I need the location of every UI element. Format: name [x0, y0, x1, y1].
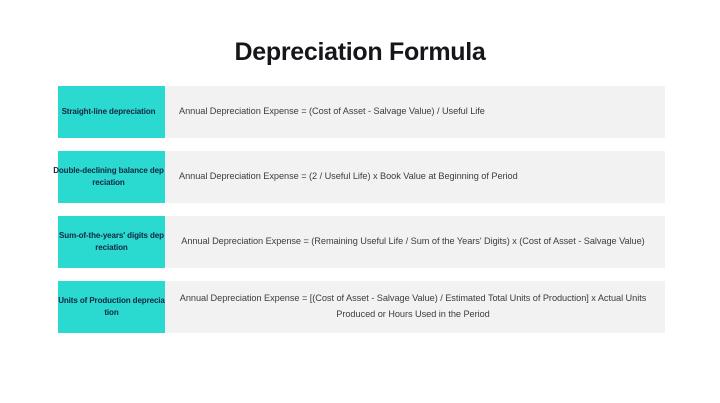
page-title: Depreciation Formula — [234, 38, 486, 66]
formula-row-label-box: Sum-of-the-years' digits depreciation — [58, 216, 165, 268]
formula-row-band — [160, 216, 665, 268]
formula-row-band — [160, 281, 665, 333]
formula-row-formula-box: Annual Depreciation Expense = (2 / Usefu… — [168, 151, 658, 203]
formula-row-formula-box: Annual Depreciation Expense = [(Cost of … — [168, 281, 658, 333]
formula-row-formula-box: Annual Depreciation Expense = (Remaining… — [168, 216, 658, 268]
formula-row-label-box: Units of Production depreciation — [58, 281, 165, 333]
formula-row-formula-box: Annual Depreciation Expense = (Cost of A… — [168, 86, 658, 138]
formula-row: Units of Production depreciation Annual … — [0, 281, 720, 333]
formula-row-formula-text: Annual Depreciation Expense = (Cost of A… — [179, 106, 485, 117]
formula-row: Sum-of-the-years' digits depreciation An… — [0, 216, 720, 268]
formula-row: Straight-line depreciation Annual Deprec… — [0, 86, 720, 138]
formula-row-band — [160, 86, 665, 138]
formula-row: Double-declining balance depreciation An… — [0, 151, 720, 203]
formula-row-band — [160, 151, 665, 203]
formula-row-label-box: Double-declining balance depreciation — [53, 151, 165, 203]
formula-row-label-text: Double-declining balance depreciation — [53, 166, 164, 187]
formula-row-label-text: Sum-of-the-years' digits depreciation — [59, 231, 164, 252]
formula-list: Straight-line depreciation Annual Deprec… — [0, 86, 720, 346]
formula-row-label-text: Units of Production depreciation — [58, 296, 165, 317]
formula-row-formula-text: Annual Depreciation Expense = (Remaining… — [181, 236, 645, 247]
formula-row-label-text: Straight-line depreciation — [61, 107, 156, 117]
formula-row-formula-text: Annual Depreciation Expense = [(Cost of … — [179, 293, 647, 319]
formula-row-formula-text: Annual Depreciation Expense = (2 / Usefu… — [179, 171, 518, 182]
formula-row-label-box: Straight-line depreciation — [58, 86, 165, 138]
